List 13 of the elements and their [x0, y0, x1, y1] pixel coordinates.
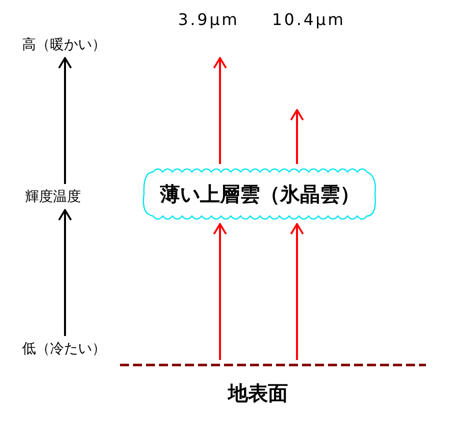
arrow [213, 57, 227, 164]
arrow [290, 109, 304, 164]
scale-label: 低（冷たい） [22, 340, 106, 358]
scale-label: 輝度温度 [25, 188, 81, 206]
arrow [213, 223, 227, 360]
cloud-label: 薄い上層雲（氷晶雲） [159, 181, 361, 208]
wavelength-label: 10.4μm [272, 10, 346, 29]
arrow [290, 223, 304, 360]
scale-label: 高（暖かい） [22, 36, 106, 54]
surface-label: 地表面 [228, 380, 288, 407]
arrow [58, 209, 72, 336]
wavelength-label: 3.9μm [178, 10, 240, 29]
arrow [58, 57, 72, 184]
